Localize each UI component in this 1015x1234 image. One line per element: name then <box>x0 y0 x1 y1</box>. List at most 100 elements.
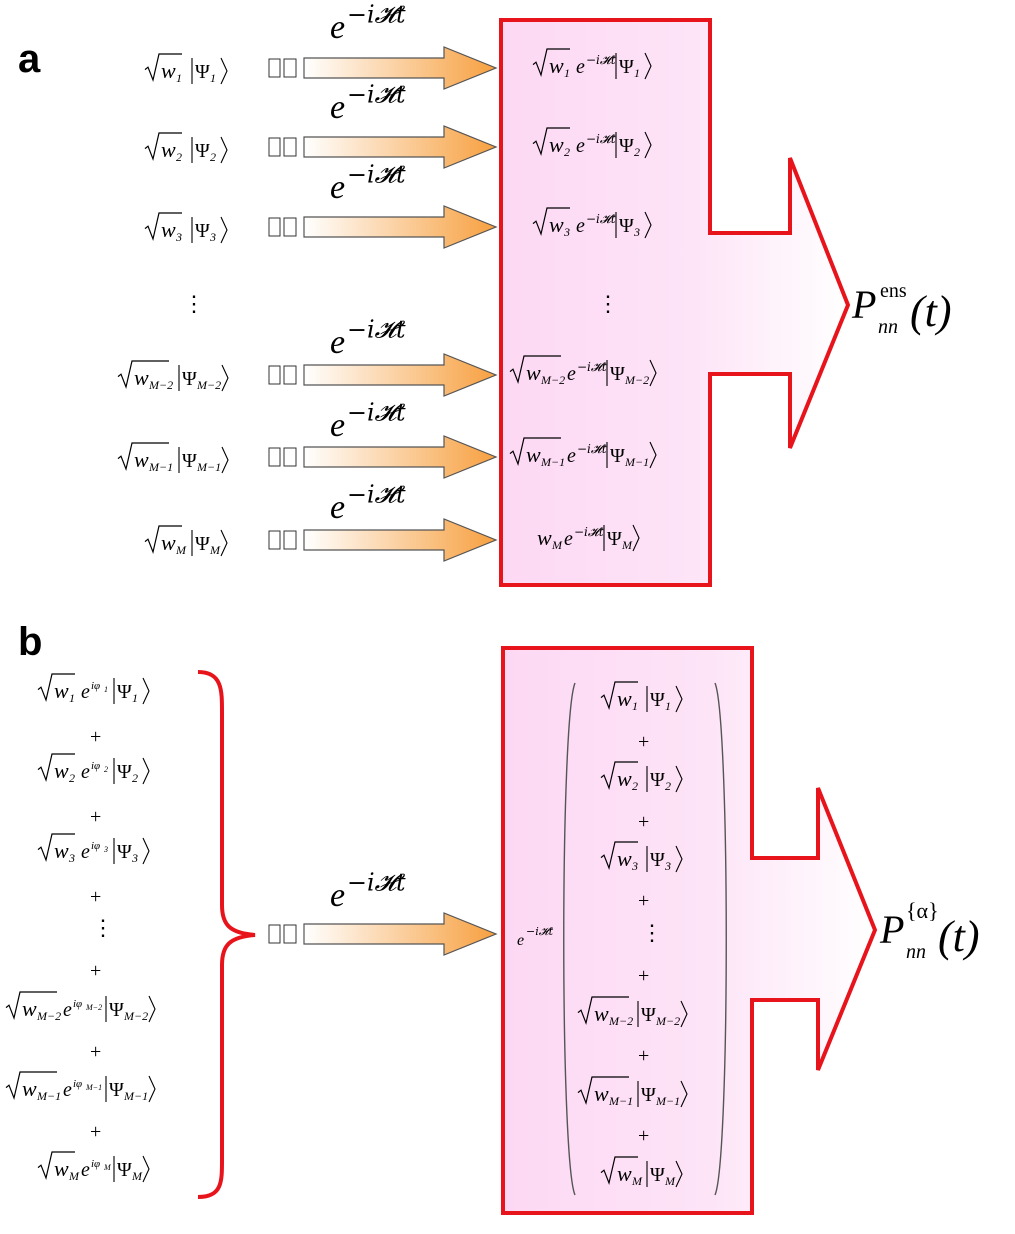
sqrt-radical <box>37 673 75 703</box>
plus-sign: + <box>638 890 649 912</box>
plus-sign: + <box>638 1125 649 1147</box>
weight-symbol: w <box>617 1161 632 1186</box>
result-symbol-b: P <box>879 907 904 952</box>
arrow-tail-square <box>283 447 297 467</box>
weight-index: M−1 <box>148 460 173 474</box>
weight-index: 1 <box>632 699 638 713</box>
operator-label: e−i𝓗t <box>330 81 406 126</box>
weight-index: M <box>551 538 563 552</box>
operator-base: e <box>330 169 345 206</box>
ket-symbol: Ψ <box>109 1079 124 1101</box>
ket-symbol: Ψ <box>117 681 132 703</box>
ket-angle <box>675 765 683 793</box>
operator-exponent: −i𝓗t <box>347 161 406 189</box>
sqrt-radical <box>5 1071 57 1101</box>
weight-index: 2 <box>632 779 638 793</box>
ket-index: 2 <box>634 145 640 159</box>
operator-label: e−i𝓗t <box>330 1 406 46</box>
ket-index: M−1 <box>123 1089 148 1103</box>
sqrt-radical <box>532 48 570 78</box>
sqrt-radical <box>600 761 638 791</box>
evolved-exp-power: −i𝓗t <box>577 442 607 456</box>
arrow-tail-square <box>283 137 297 157</box>
ket-index: 1 <box>210 71 216 85</box>
ket-symbol: Ψ <box>195 220 210 242</box>
weight-symbol: w <box>54 838 69 863</box>
ket-symbol: Ψ <box>195 533 210 555</box>
ket-angle <box>632 524 640 552</box>
operator-exponent: −i𝓗t <box>347 399 406 427</box>
evolved-exp-base: e <box>567 445 576 467</box>
ket-index: M−2 <box>655 1014 680 1028</box>
panel-b-evolution-arrow: e−i𝓗t <box>268 869 498 956</box>
ket-angle <box>644 52 652 80</box>
evolved-exp-power: −i𝓗t <box>574 525 604 539</box>
weight-index: M−1 <box>36 1089 61 1103</box>
ellipsis: ⋮ <box>641 920 663 945</box>
sqrt-radical <box>37 753 75 783</box>
ket-index: 2 <box>132 771 138 785</box>
operator-exponent: −i𝓗t <box>347 316 406 344</box>
sqrt-radical <box>144 212 182 242</box>
phase-exponent: iφ <box>73 998 82 1010</box>
weight-symbol: w <box>134 447 149 472</box>
phase-exponent: iφ <box>91 680 100 692</box>
evolved-exp-base: e <box>576 56 585 78</box>
weight-symbol: w <box>594 1001 609 1026</box>
sqrt-radical <box>117 442 169 472</box>
weight-symbol: w <box>617 766 632 791</box>
plus-sign: + <box>90 1041 101 1063</box>
ket-index: 1 <box>132 691 138 705</box>
phase-index: M−2 <box>85 1003 102 1012</box>
weight-symbol: w <box>54 678 69 703</box>
arrow-tail-square <box>283 217 297 237</box>
sqrt-radical <box>532 127 570 157</box>
ket-angle <box>644 131 652 159</box>
ket-index: 3 <box>131 851 138 865</box>
ket-angle <box>649 359 657 387</box>
ket-symbol: Ψ <box>650 769 665 791</box>
operator-label: e−i𝓗t <box>330 316 406 361</box>
ket-symbol: Ψ <box>650 1164 665 1186</box>
ket-index: M−2 <box>123 1009 148 1023</box>
ket-angle <box>649 441 657 469</box>
ket-index: M−1 <box>655 1094 680 1108</box>
plus-sign: + <box>638 731 649 753</box>
ket-index: 3 <box>209 230 216 244</box>
panel-a-row: ⋮⋮ <box>183 291 619 316</box>
panel-a-result-label: P ens nn (t) <box>851 280 952 338</box>
ket-index: 2 <box>665 779 671 793</box>
weight-symbol: w <box>549 212 564 237</box>
ket-angle <box>220 529 228 557</box>
ket-angle <box>142 1155 150 1183</box>
arrow-tail-square <box>268 137 281 157</box>
ket-angle <box>220 136 228 164</box>
evolution-arrow <box>268 912 498 956</box>
ket-angle <box>221 364 229 392</box>
ket-angle <box>644 211 652 239</box>
operator-label: e−i𝓗t <box>330 399 406 444</box>
sqrt-radical <box>509 437 561 467</box>
ket-symbol: Ψ <box>610 445 625 467</box>
arrow-tail-square <box>268 530 281 550</box>
operator-label: e−i𝓗t <box>330 869 406 914</box>
evolution-arrow <box>268 46 498 90</box>
weight-index: 3 <box>631 859 638 873</box>
panel-b-result-label: P {α} nn (t) <box>879 898 980 963</box>
evolution-arrow <box>268 435 498 479</box>
ellipsis-left: ⋮ <box>183 291 205 316</box>
operator-base: e <box>330 877 345 914</box>
ket-symbol: Ψ <box>117 841 132 863</box>
